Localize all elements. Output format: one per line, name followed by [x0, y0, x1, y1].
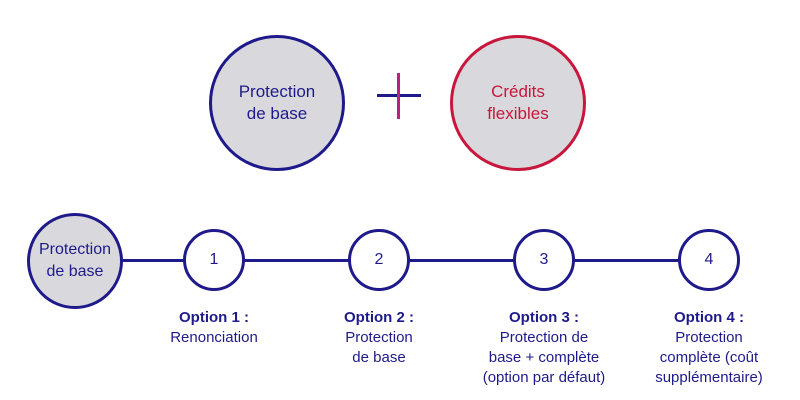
option-1-circle: 1 [183, 229, 245, 291]
option-4-description: Protection complète (coût supplémentaire… [655, 329, 763, 386]
base-protection-circle: Protection de base [209, 35, 345, 171]
timeline-track [120, 259, 720, 262]
option-3-description: Protection de base + complète (option pa… [482, 329, 606, 386]
flexible-credits-line1: Crédits [491, 82, 545, 101]
timeline-start-line1: Protection [38, 241, 112, 258]
base-protection-line1: Protection [238, 82, 316, 101]
base-protection-line2: de base [246, 104, 308, 123]
option-2-number: 2 [374, 251, 384, 268]
timeline-start-circle: Protection de base [27, 213, 123, 309]
option-3-number: 3 [539, 251, 549, 268]
option-3-label: Option 3 : Protection de base + complète… [459, 308, 629, 388]
option-1-label: Option 1 : Renonciation [129, 308, 299, 348]
timeline-start-line2: de base [46, 263, 104, 280]
option-1-description: Renonciation [170, 329, 258, 346]
option-4-title: Option 4 : [674, 309, 744, 326]
option-2-title: Option 2 : [344, 309, 414, 326]
option-2-label: Option 2 : Protection de base [294, 308, 464, 368]
flexible-credits-circle: Crédits flexibles [450, 35, 586, 171]
option-4-number: 4 [704, 251, 714, 268]
option-2-description: Protection de base [345, 329, 413, 366]
option-3-title: Option 3 : [509, 309, 579, 326]
option-4-circle: 4 [678, 229, 740, 291]
option-1-number: 1 [209, 251, 219, 268]
flexible-credits-line2: flexibles [487, 104, 549, 123]
option-1-title: Option 1 : [179, 309, 249, 326]
plus-icon-vertical [397, 73, 400, 119]
option-4-label: Option 4 : Protection complète (coût sup… [624, 308, 794, 388]
option-2-circle: 2 [348, 229, 410, 291]
option-3-circle: 3 [513, 229, 575, 291]
